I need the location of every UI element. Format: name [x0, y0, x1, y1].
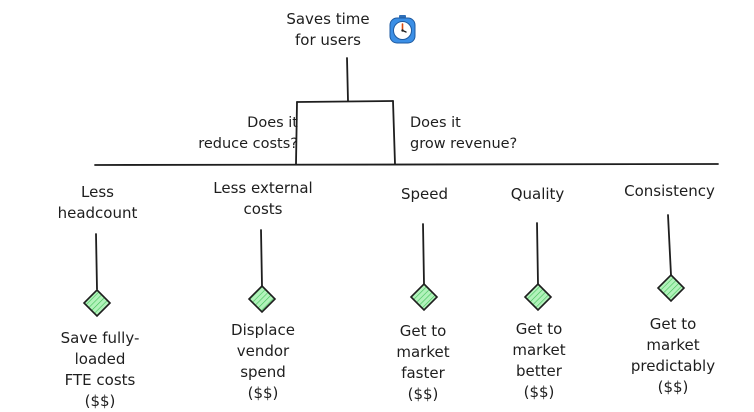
outcome-market-faster: Get to market faster ($$) — [396, 322, 450, 403]
leaf-stem-headcount — [95, 233, 98, 290]
diamond-node-consistency — [656, 273, 686, 303]
level-two-line — [94, 163, 719, 166]
left-branch-line — [295, 101, 298, 165]
diamond-node-external — [247, 284, 277, 314]
diamond-node-headcount — [82, 288, 112, 318]
category-less-external-costs: Less external costs — [213, 179, 313, 218]
diamond-node-quality — [523, 282, 553, 312]
diamond-node-speed — [409, 282, 439, 312]
outcome-save-fte-costs: Save fully- loaded FTE costs ($$) — [60, 329, 140, 410]
category-quality: Quality — [510, 185, 565, 203]
right-branch-line — [392, 100, 396, 165]
stopwatch-icon — [389, 15, 416, 44]
root-label: Saves time for users — [286, 10, 370, 49]
outcome-market-predictably: Get to market predictably ($$) — [630, 315, 716, 396]
leaf-stem-quality — [536, 222, 539, 285]
category-less-headcount: Less headcount — [57, 183, 138, 222]
outcome-displace-vendor-spend: Displace vendor spend ($$) — [231, 321, 295, 402]
category-consistency: Consistency — [624, 182, 715, 200]
outcome-market-better: Get to market better ($$) — [512, 320, 566, 401]
leaf-stem-consistency — [667, 214, 672, 276]
root-stem-line — [346, 57, 349, 102]
reduce-costs-question: Does it reduce costs? — [198, 115, 298, 152]
grow-revenue-question: Does it grow revenue? — [410, 115, 518, 152]
leaf-stem-external — [260, 229, 263, 287]
top-branch-line — [296, 100, 394, 103]
category-speed: Speed — [400, 185, 449, 203]
leaf-stem-speed — [422, 223, 425, 285]
